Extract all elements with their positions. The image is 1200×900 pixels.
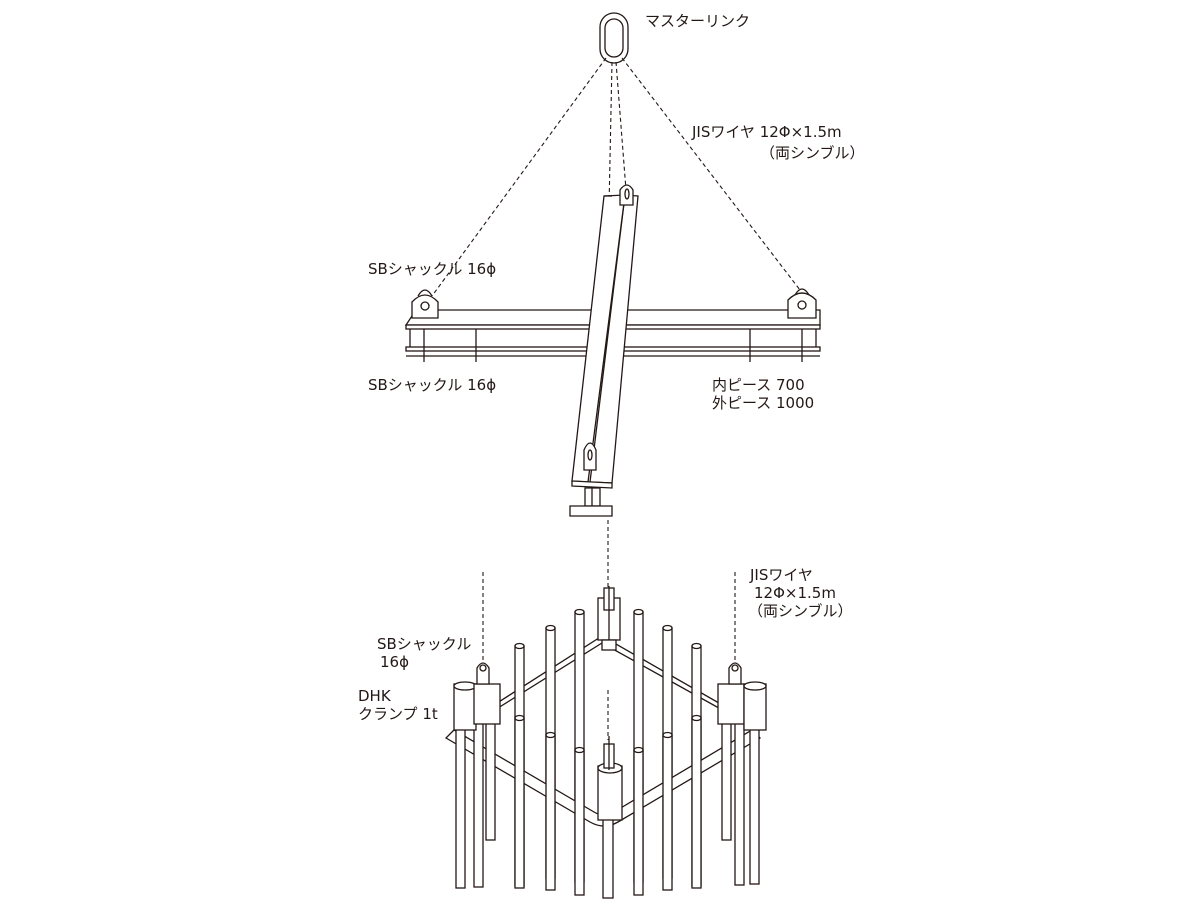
clamp-top — [597, 586, 621, 651]
clamp-right — [717, 662, 767, 731]
label-wire-bottom-line2: 12Φ×1.5m — [754, 584, 836, 602]
label-wire-bottom-line3: （両シンブル） — [748, 602, 853, 620]
label-wire-bottom-line1: JISワイヤ — [749, 566, 813, 584]
label-shackle-top: SBシャックル 16ϕ — [368, 260, 496, 278]
label-piece-outer: 外ピース 1000 — [712, 394, 814, 412]
label-wire-top-line2: （両シンブル） — [760, 144, 865, 162]
label-master-link: マスターリンク — [645, 12, 750, 30]
label-clamp-line2: クランプ 1t — [358, 705, 438, 723]
label-shackle-mid: SBシャックル 16ϕ — [368, 376, 496, 394]
rebar-cage — [444, 586, 767, 899]
label-shackle-bottom-line2: 16ϕ — [380, 653, 409, 671]
clamp-left — [453, 662, 501, 731]
inclined-beam — [569, 184, 639, 517]
rebar-bars-front — [514, 714, 702, 899]
label-wire-top-line1: JISワイヤ 12Φ×1.5m — [691, 123, 842, 141]
lower-wires — [482, 520, 736, 740]
clamp-front — [597, 736, 623, 821]
labels: マスターリンク JISワイヤ 12Φ×1.5m （両シンブル） SBシャックル … — [358, 12, 865, 723]
label-shackle-bottom-line1: SBシャックル — [377, 635, 471, 653]
label-piece-inner: 内ピース 700 — [712, 376, 805, 394]
master-link — [599, 12, 629, 64]
label-clamp-line1: DHK — [358, 687, 392, 705]
